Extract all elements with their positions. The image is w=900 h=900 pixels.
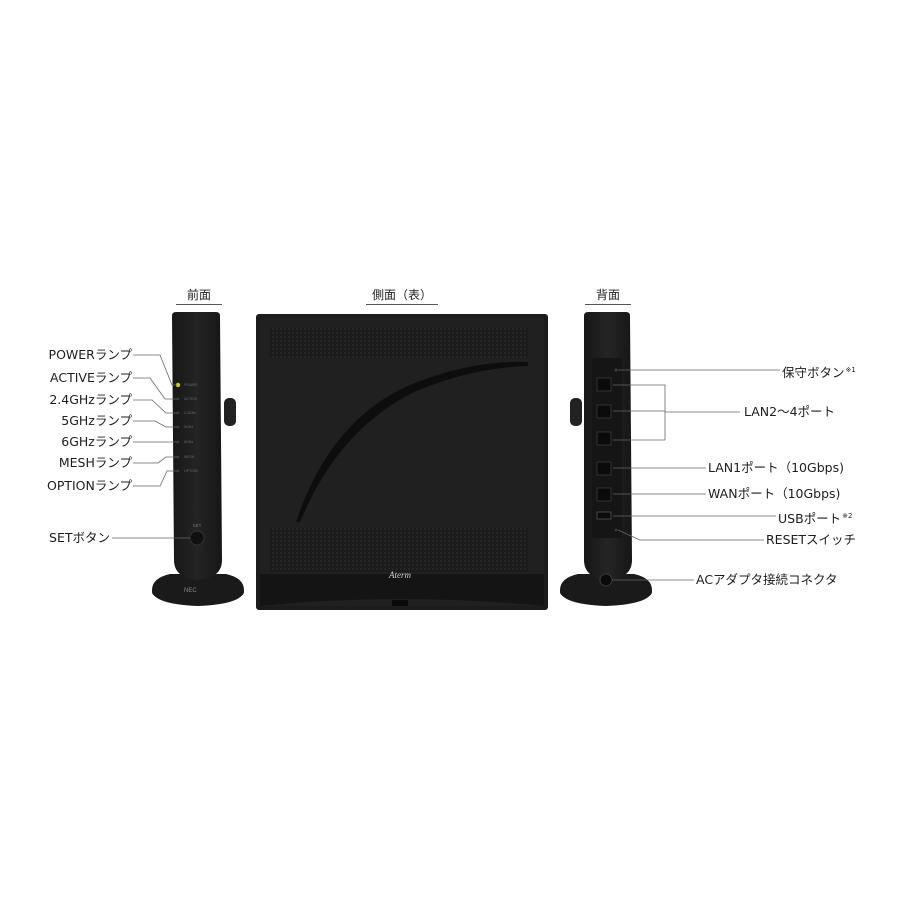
back-view-device <box>560 312 652 606</box>
option-lamp-label: OPTIONランプ <box>46 478 132 493</box>
usb-port-label: USBポート※2 <box>778 508 853 527</box>
reset-switch-device <box>614 528 618 532</box>
device-lamp-text: 5GHz <box>184 425 193 429</box>
note-2-mark: ※2 <box>842 512 853 520</box>
top-vent <box>270 328 528 358</box>
front-view-device: SET NEC <box>152 312 244 606</box>
back-side-knob <box>570 398 582 426</box>
back-view-caption: 背面 <box>585 286 631 305</box>
side-base-notch <box>392 600 408 606</box>
front-view-caption: 前面 <box>176 286 222 305</box>
device-lamp-text: MESH <box>184 455 195 459</box>
front-leader-lines <box>112 354 190 539</box>
power-lamp-label: POWERランプ <box>48 347 132 362</box>
mesh-lamp-label: MESHランプ <box>58 455 132 470</box>
lamp-5ghz-label: 5GHzランプ <box>61 413 132 428</box>
front-lamp-column <box>176 397 180 473</box>
active-lamp-label: ACTIVEランプ <box>50 370 132 385</box>
device-lamp-text: 6GHz <box>184 440 193 444</box>
device-lamp-text: POWER <box>184 383 198 387</box>
nec-logo: NEC <box>184 588 197 594</box>
ac-connector-device <box>599 573 613 587</box>
side-view-device: Aterm <box>256 314 548 610</box>
front-body <box>172 312 222 580</box>
side-view-caption: 側面（表） <box>366 286 438 305</box>
aterm-logo: Aterm <box>388 570 411 580</box>
usb-port-text: USBポート <box>778 511 842 526</box>
device-lamp-text: 2.4GHz <box>184 411 196 415</box>
wan-port-label: WANポート（10Gbps) <box>708 486 841 501</box>
front-side-knob <box>224 398 236 426</box>
set-button-mark: SET <box>193 523 202 528</box>
maintenance-button-text: 保守ボタン <box>782 365 845 380</box>
wan-port <box>596 487 612 502</box>
lan-2-4-label: LAN2～4ポート <box>744 404 836 419</box>
front-stand <box>152 574 244 606</box>
curve-accent <box>296 361 528 522</box>
device-lamp-text: ACTIVE <box>184 397 198 401</box>
device-lamp-text: OPTION <box>184 469 198 473</box>
lamp-2-4ghz-label: 2.4GHzランプ <box>49 392 132 407</box>
bottom-vent <box>270 528 528 572</box>
back-leader-lines <box>612 369 780 581</box>
reset-switch-label: RESETスイッチ <box>766 532 857 547</box>
lan1-port <box>596 461 612 476</box>
set-button-label: SETボタン <box>49 530 110 545</box>
lan-ports-2-4 <box>596 377 612 446</box>
lan1-port-label: LAN1ポート（10Gbps) <box>708 460 844 475</box>
ac-adapter-connector-label: ACアダプタ接続コネクタ <box>696 572 838 587</box>
power-led <box>175 382 181 388</box>
maintenance-button-label: 保守ボタン※1 <box>782 362 856 381</box>
maintenance-button-device <box>614 368 618 372</box>
lamp-6ghz-label: 6GHzランプ <box>61 434 132 449</box>
side-base <box>260 574 544 606</box>
back-stand <box>560 574 652 606</box>
set-button-device <box>189 530 205 546</box>
note-1-mark: ※1 <box>845 366 856 374</box>
usb-port <box>596 511 612 520</box>
